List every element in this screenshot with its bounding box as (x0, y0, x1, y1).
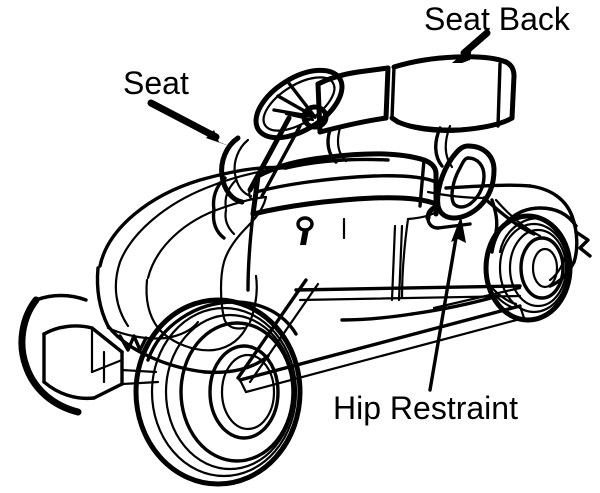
steering-column (211, 115, 302, 240)
seat-bottom-cushion (246, 151, 439, 300)
callout-hip-restraint-arrow (428, 216, 466, 392)
front-cowl (95, 165, 288, 375)
callout-seat-label: Seat (123, 65, 189, 101)
callout-hip-restraint-label: Hip Restraint (333, 390, 518, 426)
steering-wheel (253, 67, 345, 141)
callout-hip-restraint: Hip Restraint (333, 216, 518, 426)
callout-seat-back: Seat Back (424, 1, 571, 63)
front-wheel (133, 297, 303, 487)
callout-seat: Seat (123, 65, 232, 147)
callout-seat-arrow (147, 99, 232, 147)
callout-seat-back-arrow (452, 29, 491, 63)
callout-seat-back-label: Seat Back (424, 1, 571, 37)
seat-back-cushion (315, 54, 517, 135)
rear-wheel (483, 206, 592, 323)
front-bumper (18, 293, 160, 416)
hip-restraint-bar (425, 143, 499, 234)
key-switch (296, 216, 314, 245)
